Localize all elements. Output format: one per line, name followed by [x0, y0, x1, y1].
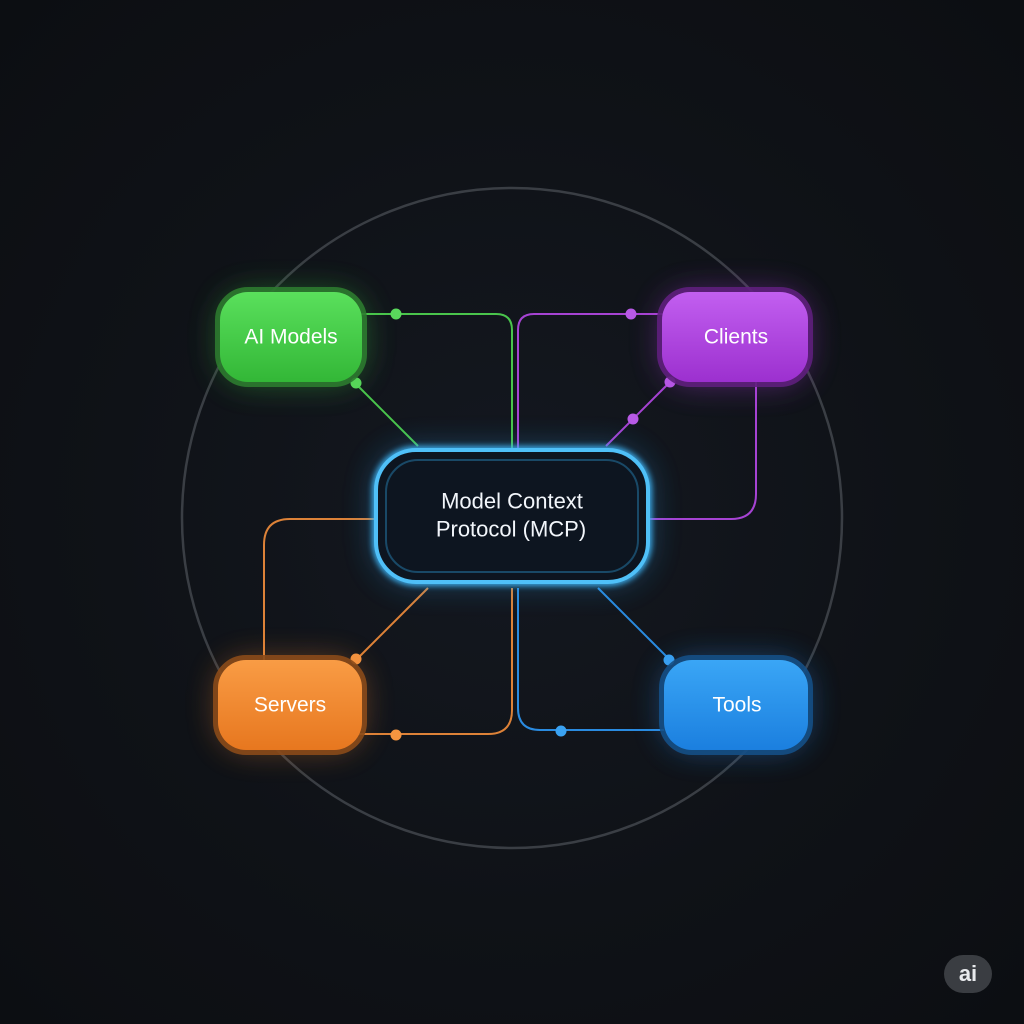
outer-ring [180, 186, 844, 850]
connector-servers-side [263, 518, 374, 660]
connector-ai-models-diagonal [355, 383, 419, 447]
connector-clients-side [650, 382, 757, 520]
dot-purple-1 [625, 308, 637, 320]
hub-label-line1: Model Context [441, 489, 583, 514]
hub-label-line2: Protocol (MCP) [436, 517, 586, 542]
hub-mcp[interactable]: Model Context Protocol (MCP) [372, 446, 652, 586]
connector-ai-models-top [360, 313, 513, 448]
connector-clients-diagonal [605, 381, 671, 447]
connector-servers-bottom [356, 588, 513, 735]
dot-green-1 [390, 308, 402, 320]
node-tools-label: Tools [712, 694, 761, 717]
connector-tools-bottom [517, 588, 664, 731]
connector-tools-diagonal [597, 587, 671, 661]
connectors [263, 313, 757, 735]
node-clients[interactable]: Clients [657, 287, 813, 387]
node-tools[interactable]: Tools [659, 655, 813, 755]
node-clients-label: Clients [704, 326, 768, 349]
dot-orange-2 [390, 729, 402, 741]
ai-badge: ai [944, 955, 992, 993]
connector-clients-top [517, 313, 664, 448]
dot-blue-2 [555, 725, 567, 737]
connector-servers-diagonal [355, 587, 429, 661]
dot-purple-3 [627, 413, 639, 425]
node-servers-label: Servers [254, 694, 326, 717]
node-servers[interactable]: Servers [213, 655, 367, 755]
node-ai-models[interactable]: AI Models [215, 287, 367, 387]
node-ai-models-label: AI Models [244, 326, 337, 349]
